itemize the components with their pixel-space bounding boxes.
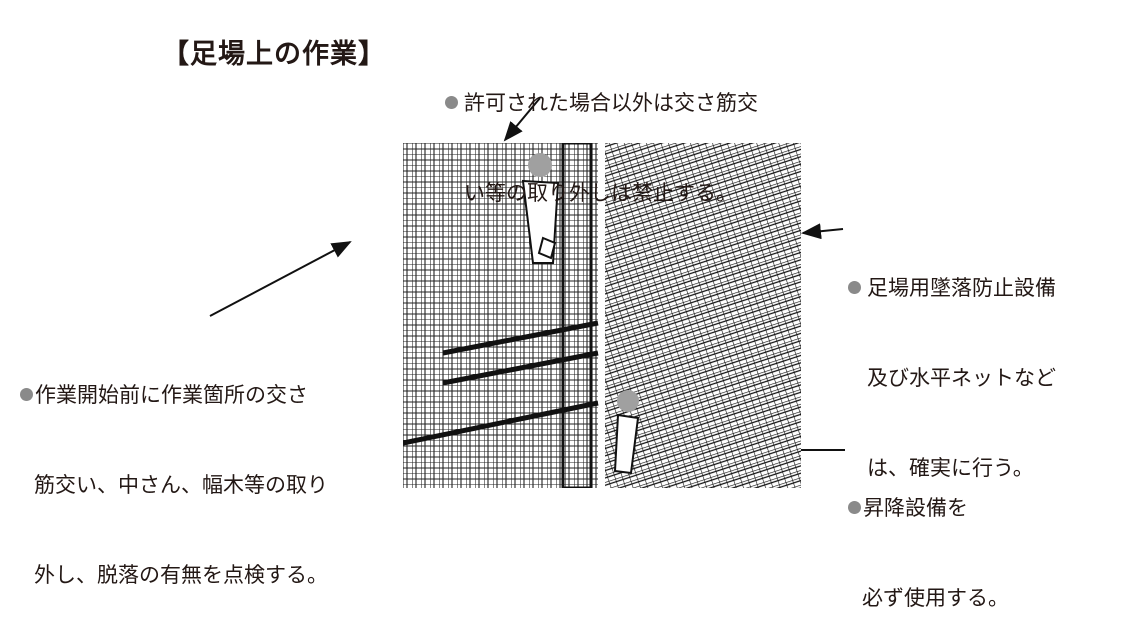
scaffold-left (403, 143, 598, 488)
note-line: 筋交い、中さん、幅木等の取り (34, 473, 328, 497)
note-line: 及び水平ネットなど (867, 366, 1056, 390)
note-line: 昇降設備を (863, 496, 968, 520)
note-left: 作業開始前に作業箇所の交さ 筋交い、中さん、幅木等の取り 外し、脱落の有無を点検… (20, 320, 328, 620)
page-title: 【足場上の作業】 (162, 39, 386, 70)
note-bottom-right: 昇降設備を 必ず使用する。 (848, 433, 1009, 643)
worker-ladder-icon (613, 390, 640, 475)
note-line: 許可された場合以外は交さ筋交 (464, 91, 758, 115)
bullet-icon (445, 96, 458, 109)
scaffold-illustration (403, 143, 801, 488)
note-line: い等の取り外しは禁止する。 (464, 181, 737, 205)
note-line: 足場用墜落防止設備 (867, 276, 1056, 300)
arrow-left (209, 241, 352, 317)
note-top: 許可された場合以外は交さ筋交 い等の取り外しは禁止する。 (445, 28, 758, 238)
arrow-right (801, 223, 844, 240)
bullet-icon (848, 281, 861, 294)
worker-top-icon (521, 153, 560, 264)
note-line: は、確実に行う。 (867, 456, 1034, 480)
scaffold-right-net (605, 143, 801, 488)
note-right: 足場用墜落防止設備 及び水平ネットなど は、確実に行う。 (848, 213, 1056, 513)
bullet-icon (848, 501, 861, 514)
note-line: 作業開始前に作業箇所の交さ (35, 383, 308, 407)
bullet-icon (20, 388, 33, 401)
note-line: 外し、脱落の有無を点検する。 (34, 563, 328, 587)
note-line: 必ず使用する。 (862, 586, 1009, 610)
